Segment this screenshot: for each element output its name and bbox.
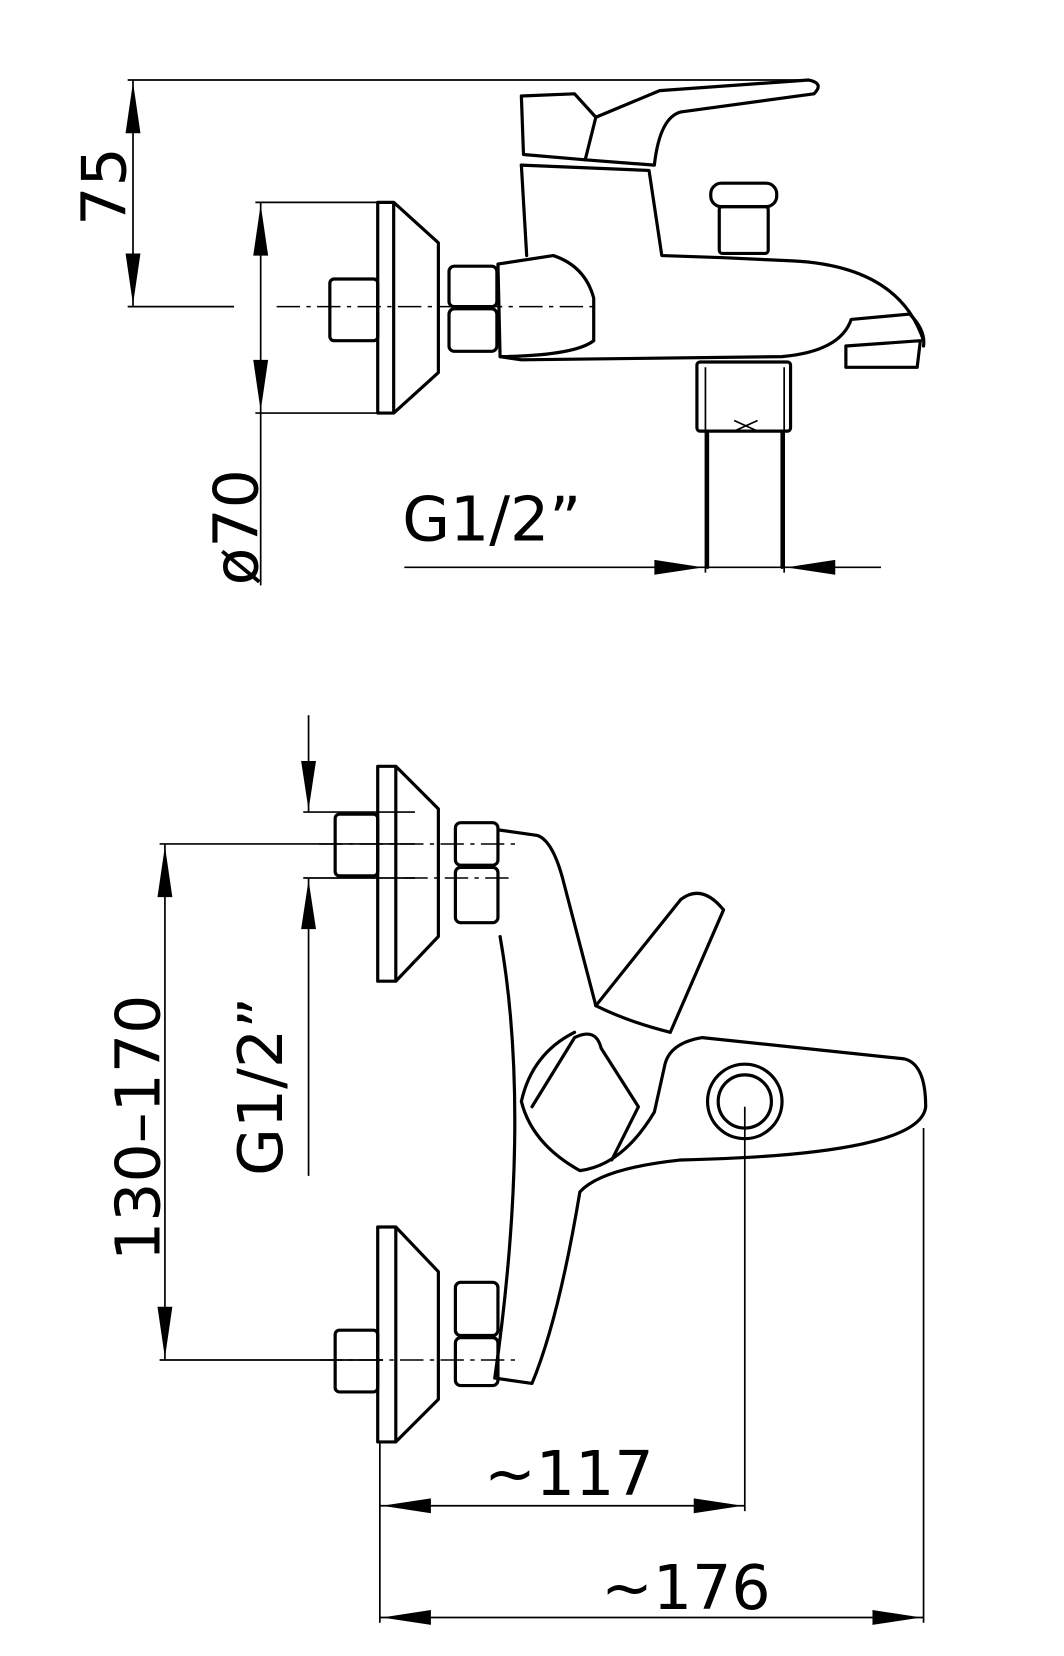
outlet-thread-dim-label: G1/2”	[402, 484, 581, 556]
diameter-dim-label: ø70	[200, 469, 272, 585]
faucet-front-outline	[319, 764, 928, 1444]
overall-depth-dim-label: ~176	[601, 1552, 770, 1624]
front-view: 130–170 G1/2” ~117 ~176	[103, 715, 928, 1625]
dimension-inlet-thread: G1/2”	[225, 715, 415, 1176]
faucet-side-outline	[276, 78, 926, 569]
handle-offset-dim-label: ~117	[484, 1438, 653, 1510]
dimension-diameter: ø70	[200, 201, 378, 585]
dimension-75: 75	[69, 79, 809, 308]
dimension-outlet-thread: G1/2”	[402, 367, 881, 575]
side-view: 75 ø70 G1/2”	[69, 78, 926, 585]
dimension-176: ~176	[379, 1128, 925, 1625]
dimension-inlet-centers: 130–170	[103, 843, 415, 1361]
inlet-centers-dim-label: 130–170	[103, 995, 175, 1261]
dimension-117: ~117	[378, 1106, 746, 1623]
inlet-thread-dim-label: G1/2”	[225, 997, 297, 1176]
height-dim-label: 75	[69, 147, 141, 226]
